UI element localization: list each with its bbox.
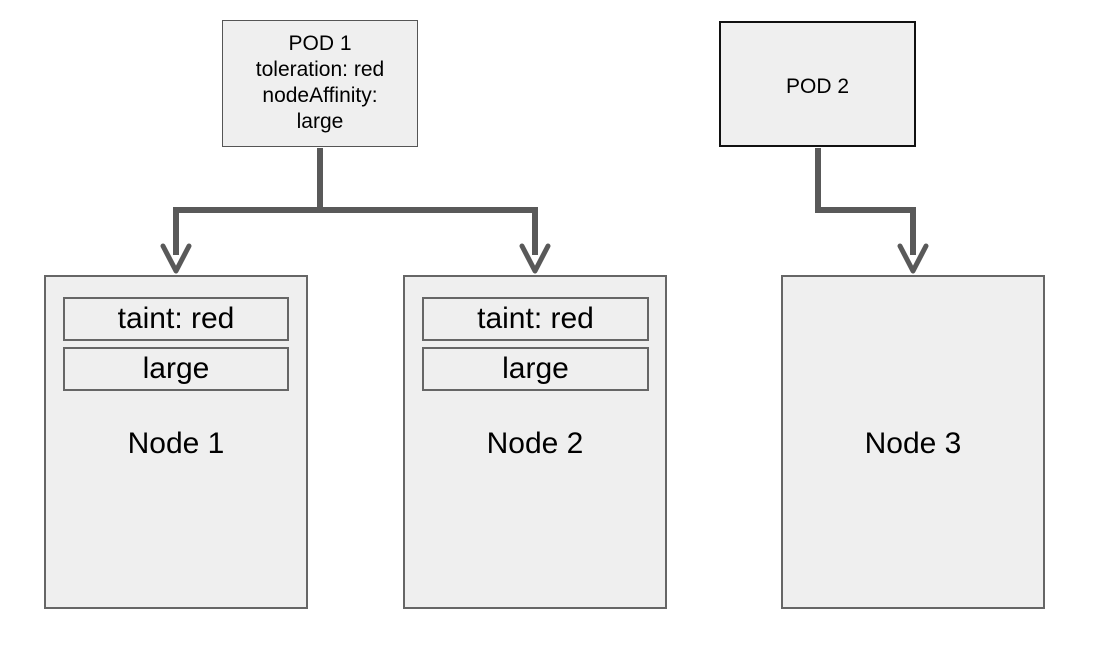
edge-pod2-node3 — [815, 148, 916, 255]
pod2-box: POD 2 — [719, 21, 916, 147]
node1-taint-tag: taint: red — [63, 297, 289, 341]
pod1-title: POD 1 — [288, 32, 352, 55]
arrowhead-node3 — [897, 243, 929, 274]
pod1-text: POD 1 toleration: red nodeAffinity: larg… — [223, 31, 417, 135]
node1-size-tag: large — [63, 347, 289, 391]
node2-box: taint: red large Node 2 — [403, 275, 667, 609]
pod1-toleration: toleration: red — [255, 58, 385, 81]
node2-taint-tag: taint: red — [422, 297, 649, 341]
pod1-box: POD 1 toleration: red nodeAffinity: larg… — [222, 20, 418, 147]
pod1-node-affinity-value: large — [296, 110, 344, 133]
pod2-title: POD 2 — [785, 75, 850, 98]
arrowhead-node1 — [160, 243, 192, 274]
node3-box: Node 3 — [781, 275, 1045, 609]
node2-size-tag: large — [422, 347, 649, 391]
node1-label: Node 1 — [127, 427, 225, 460]
node3-label: Node 3 — [864, 427, 962, 460]
node2-label: Node 2 — [486, 427, 584, 460]
pod1-node-affinity-key: nodeAffinity: — [262, 84, 378, 107]
arrowhead-node2 — [519, 243, 551, 274]
edge-pod1-node2 — [320, 207, 538, 255]
edge-pod1-node1 — [173, 148, 323, 255]
node1-box: taint: red large Node 1 — [44, 275, 308, 609]
